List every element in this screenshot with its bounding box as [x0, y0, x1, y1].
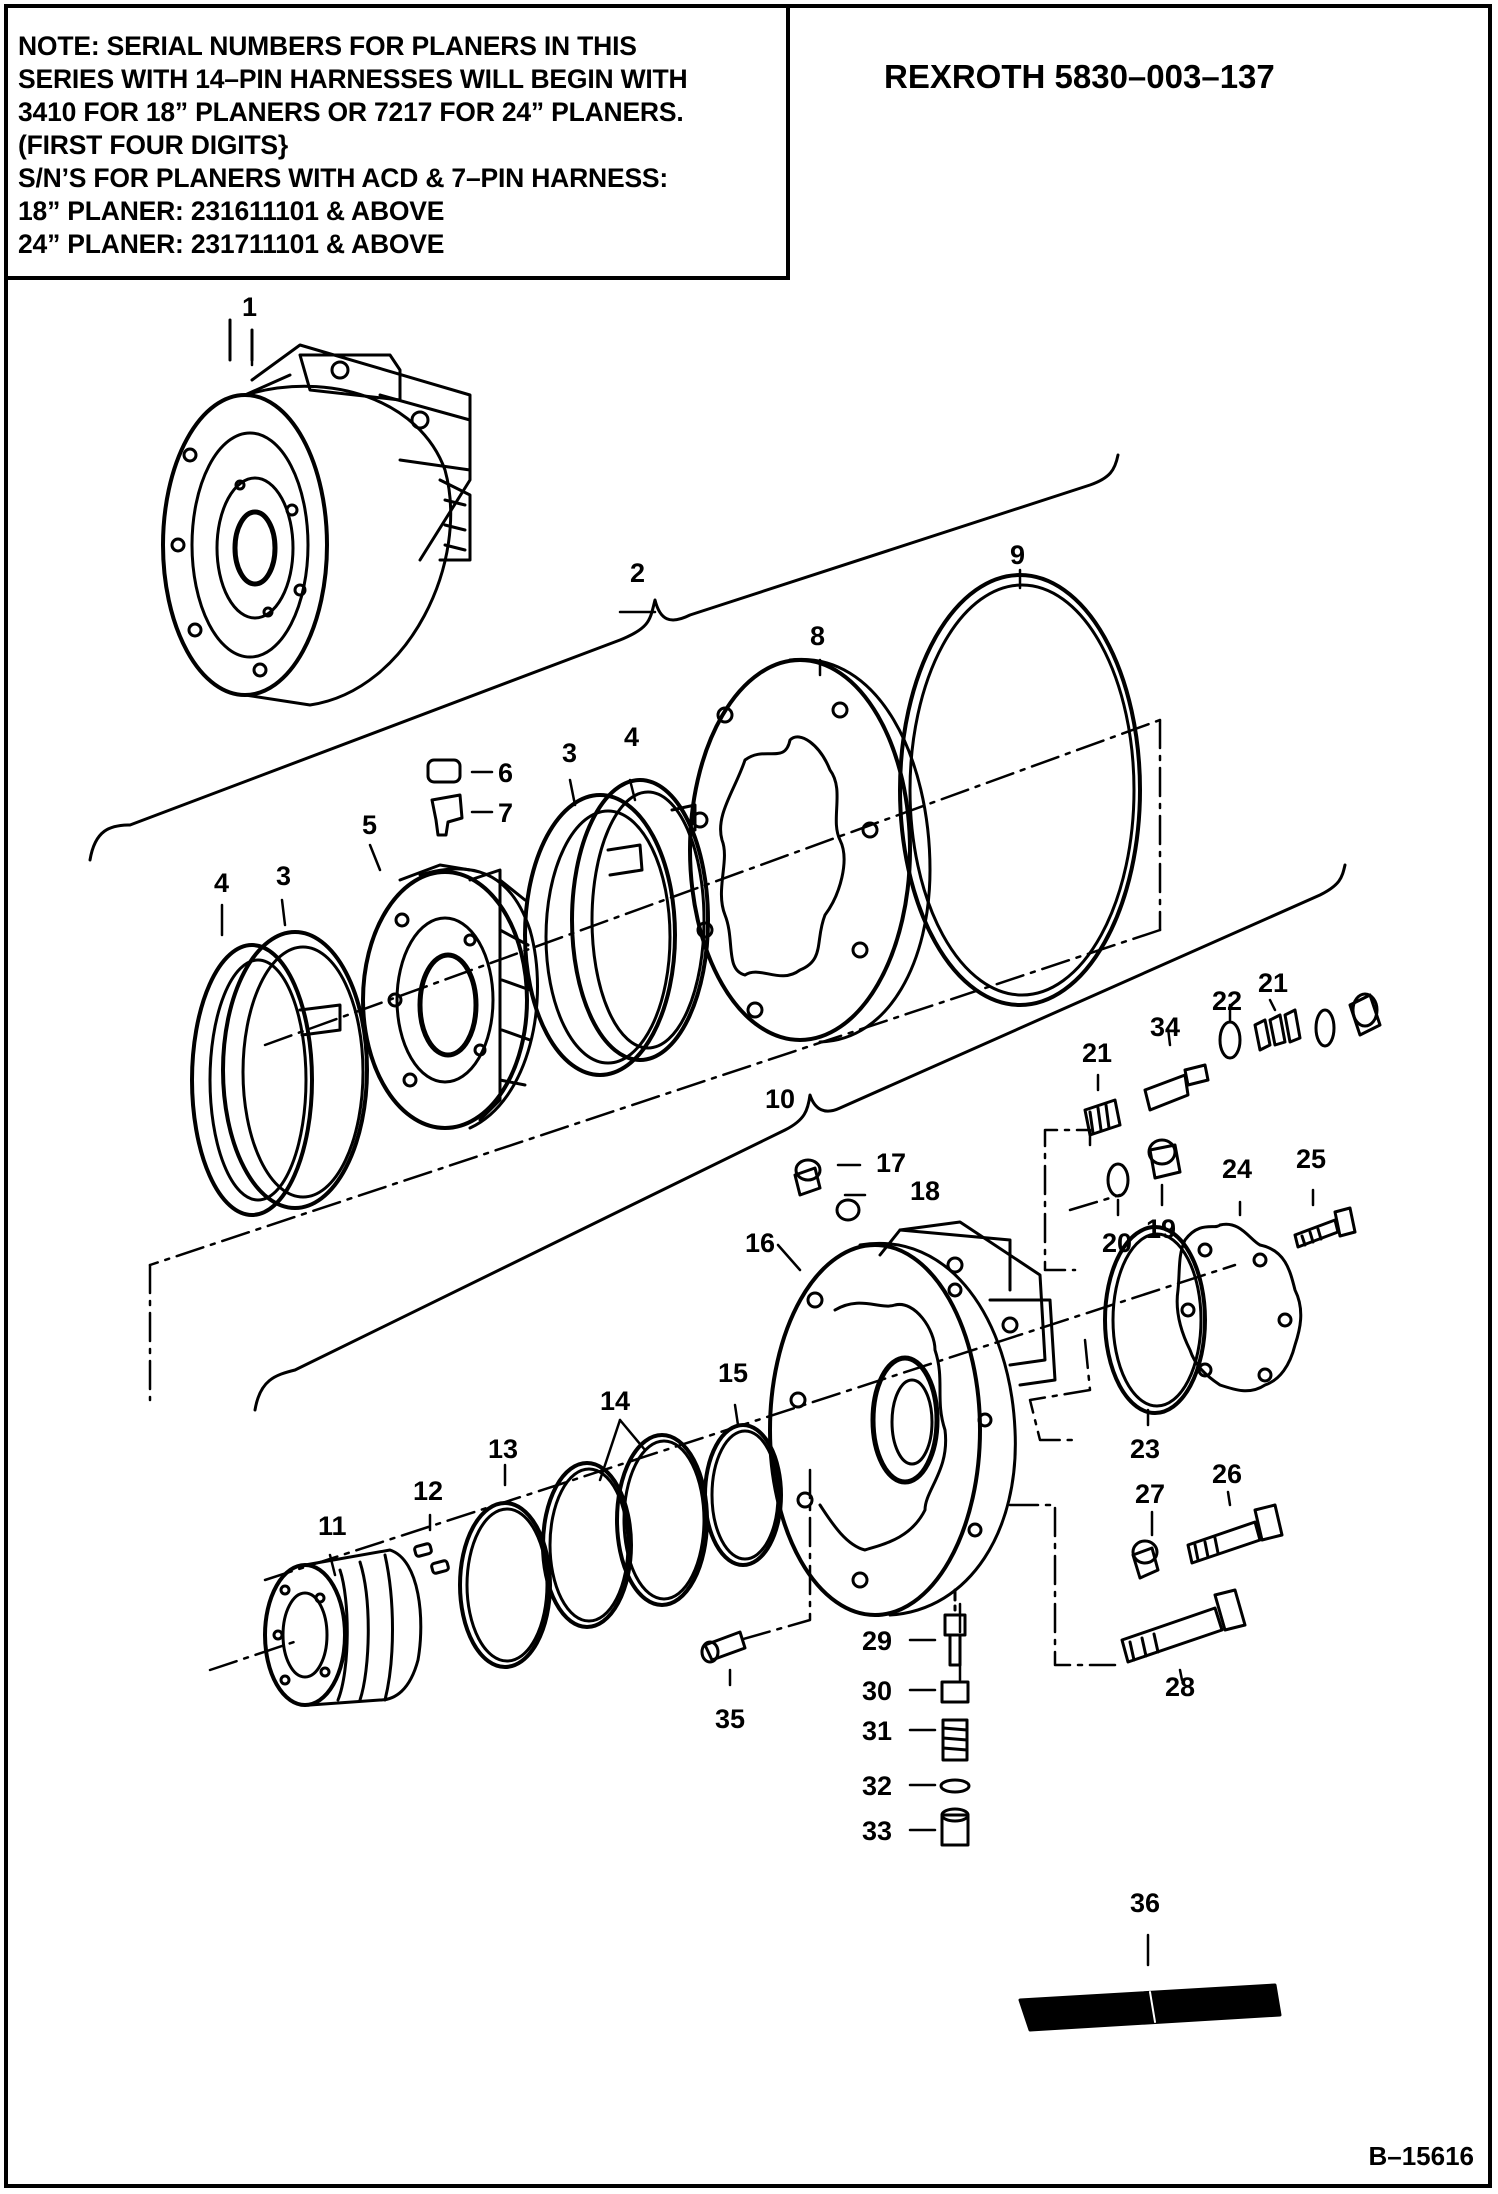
callout-12: 12 [413, 1476, 443, 1506]
fitting-part-35 [700, 1630, 747, 1664]
o-ring-part-18 [835, 1198, 861, 1222]
housing-part-16 [768, 1220, 1057, 1617]
callout-26: 26 [1212, 1459, 1242, 1489]
note-line: 18” PLANER: 231611101 & ABOVE [18, 196, 445, 226]
serial-number-note: NOTE: SERIAL NUMBERS FOR PLANERS IN THIS… [4, 4, 790, 280]
callout-19: 19 [1146, 1214, 1176, 1244]
callout-36: 36 [1130, 1888, 1160, 1918]
callout-27: 27 [1135, 1479, 1165, 1509]
o-ring-part-14-a [541, 1461, 633, 1629]
diagram-frame [4, 4, 1492, 2188]
callout-15: 15 [718, 1358, 748, 1388]
decal-part-36 [1018, 1983, 1282, 2032]
poppet-part-34 [1143, 1063, 1210, 1112]
valve-stack-parts-29-33 [939, 1588, 971, 1847]
stator-part-8 [688, 657, 932, 1044]
bolt-part-28 [1120, 1588, 1247, 1664]
center-line [148, 718, 1237, 1682]
note-line: 3410 FOR 18” PLANERS OR 7217 FOR 24” PLA… [18, 97, 684, 127]
o-ring-part-20 [1106, 1162, 1130, 1198]
callout-21: 21 [1258, 968, 1288, 998]
bolt-part-26 [1186, 1503, 1284, 1565]
pin-part-12 [413, 1542, 450, 1575]
plug-part-27 [1131, 1539, 1160, 1580]
callout-35: 35 [715, 1704, 745, 1734]
callout-34: 34 [1150, 1012, 1180, 1042]
model-title: REXROTH 5830–003–137 [884, 58, 1275, 95]
cover-part-24 [1175, 1222, 1303, 1393]
bracket-group-2 [88, 453, 1120, 862]
callout-29: 29 [862, 1626, 892, 1656]
callout-22: 22 [1212, 986, 1242, 1016]
seal-ring-part-4 [190, 943, 314, 1217]
o-ring-part-15 [703, 1423, 783, 1567]
note-line: (FIRST FOUR DIGITS} [18, 130, 289, 160]
o-ring-part-13 [458, 1501, 552, 1669]
callout-21: 21 [1082, 1038, 1112, 1068]
callout-10: 10 [765, 1084, 795, 1114]
callout-9: 9 [1010, 540, 1025, 570]
callout-30: 30 [862, 1676, 892, 1706]
note-line: S/N’S FOR PLANERS WITH ACD & 7–PIN HARNE… [18, 163, 669, 193]
callout-18: 18 [910, 1176, 940, 1206]
callout-16: 16 [745, 1228, 775, 1258]
backup-ring-part-3-right [523, 793, 677, 1077]
cylinder-block-part-5 [361, 863, 539, 1130]
drawing-number: B–15616 [1368, 2141, 1474, 2171]
callout-25: 25 [1296, 1144, 1326, 1174]
callout-3: 3 [276, 861, 291, 891]
plug-part-17 [793, 1158, 822, 1197]
snap-ring-part-21-right [1314, 1008, 1336, 1048]
backup-ring-part-3 [221, 930, 369, 1210]
callout-1: 1 [242, 292, 257, 322]
note-line: SERIES WITH 14–PIN HARNESSES WILL BEGIN … [18, 64, 688, 94]
plug-part-19 [1147, 1138, 1182, 1180]
o-ring-part-23 [1103, 1225, 1207, 1415]
callout-14: 14 [600, 1386, 630, 1416]
leader-lines [220, 333, 1315, 1967]
callout-17: 17 [876, 1148, 906, 1178]
seal-ring-part-4-right [570, 778, 710, 1062]
callout-23: 23 [1130, 1434, 1160, 1464]
callout-28: 28 [1165, 1672, 1195, 1702]
callout-4: 4 [624, 722, 639, 752]
callout-32: 32 [862, 1771, 892, 1801]
o-ring-part-9 [898, 573, 1142, 1007]
callout-labels: 1 2 3 3 4 4 5 6 7 8 9 10 11 12 13 14 15 … [214, 292, 1326, 1918]
callout-4: 4 [214, 868, 229, 898]
spring-part-21-upper [1253, 1008, 1302, 1052]
callout-5: 5 [362, 810, 377, 840]
bracket-group-10 [253, 863, 1347, 1412]
callout-7: 7 [498, 798, 513, 828]
callout-11: 11 [318, 1511, 347, 1541]
screw-part-25 [1293, 1206, 1357, 1249]
plug-part-top-right [1348, 992, 1382, 1037]
callout-3: 3 [562, 738, 577, 768]
washer-part-22 [1218, 1020, 1242, 1060]
callout-6: 6 [498, 758, 513, 788]
spring-part-21-lower [1083, 1098, 1122, 1137]
piston-part-7 [430, 793, 464, 837]
callout-8: 8 [810, 621, 825, 651]
callout-13: 13 [488, 1434, 518, 1464]
roller-part-6 [426, 758, 462, 784]
callout-20: 20 [1102, 1228, 1132, 1258]
callout-33: 33 [862, 1816, 892, 1846]
callout-2: 2 [630, 558, 645, 588]
valve-plate-part-11 [263, 1548, 423, 1707]
motor-assembly-part-1 [161, 318, 472, 707]
callout-31: 31 [862, 1716, 892, 1746]
note-line: 24” PLANER: 231711101 & ABOVE [18, 229, 445, 259]
callout-24: 24 [1222, 1154, 1252, 1184]
note-line: NOTE: SERIAL NUMBERS FOR PLANERS IN THIS [18, 31, 637, 61]
